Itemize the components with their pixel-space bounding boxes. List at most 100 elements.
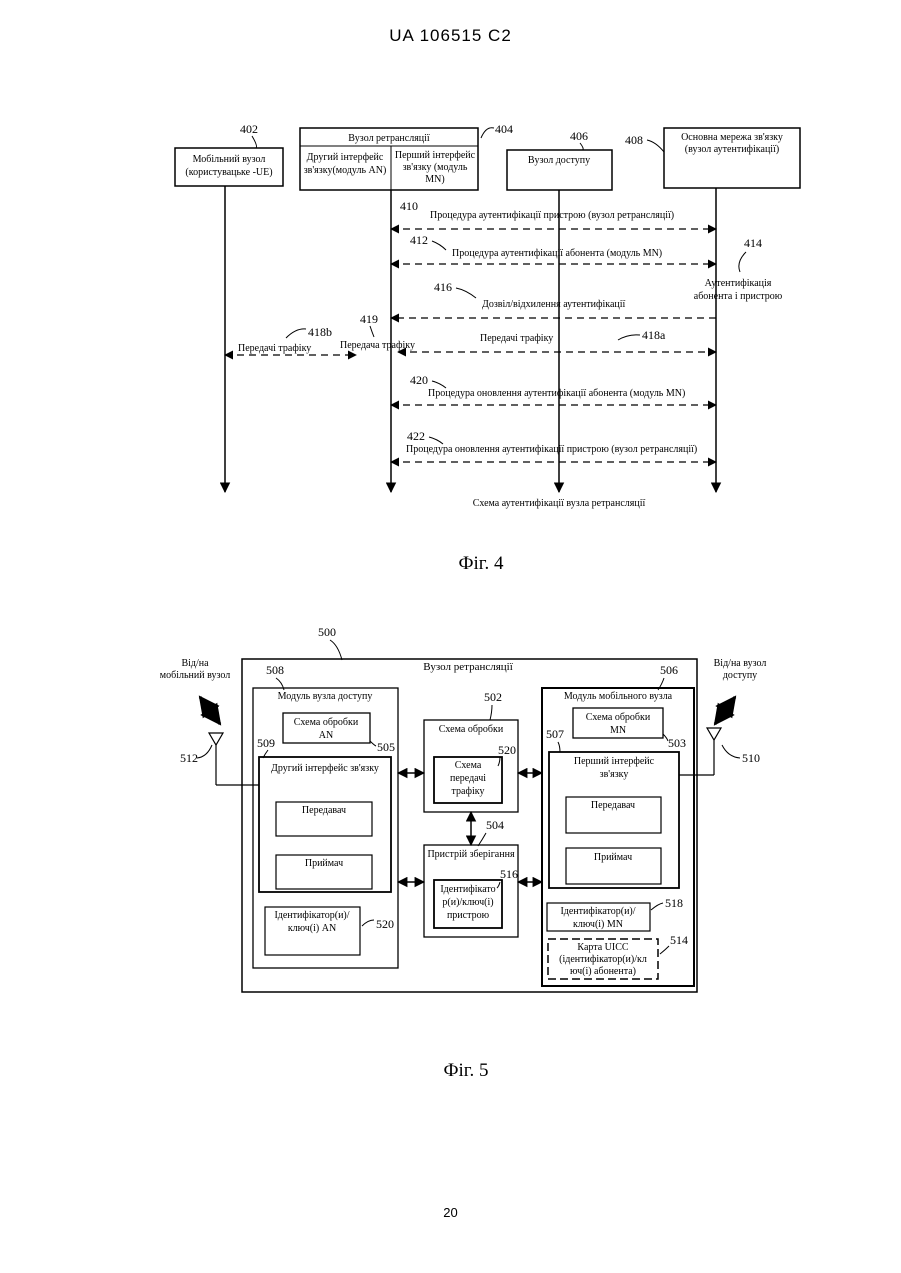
ref-404: 404 — [495, 122, 513, 136]
right-external-label-1: Від/на вузол — [714, 658, 767, 669]
message-418b-label: Передачі трафіку — [238, 343, 311, 354]
uicc-label-2: (ідентифікатор(и)/кл — [559, 954, 647, 965]
processing-title: Схема обробки — [439, 724, 504, 735]
ref-508: 508 — [266, 663, 284, 677]
uicc-label-1: Карта UICC — [577, 942, 628, 953]
ref-412: 412 — [410, 233, 428, 247]
fig4-diagram-caption: Схема аутентифікації вузла ретрансляції — [473, 498, 646, 509]
right-wireless-arrow — [715, 697, 735, 724]
ref-509: 509 — [257, 736, 275, 750]
core-node-label-1: Основна мережа зв'язку — [681, 132, 783, 143]
traffic-circuit-label-1: Схема — [455, 760, 482, 771]
storage-title: Пристрій зберігання — [427, 849, 515, 860]
message-422-label: Процедура оновлення аутентифікації прист… — [406, 444, 697, 455]
mn-ids-label-2: ключ(і) MN — [573, 919, 623, 930]
ref-505-leader — [370, 741, 376, 746]
left-external-label-1: Від/на — [181, 658, 209, 669]
an-receiver-label: Приймач — [305, 858, 343, 869]
ref-406: 406 — [570, 129, 588, 143]
mobile-module-title: Модуль мобільного вузла — [564, 691, 673, 702]
ref-514-leader — [660, 946, 669, 954]
relay-mn-label-3: MN) — [425, 174, 444, 185]
ref-500-leader — [330, 640, 342, 660]
ref-402: 402 — [240, 122, 258, 136]
ref-406-leader — [580, 143, 583, 150]
ref-414: 414 — [744, 236, 762, 250]
traffic-circuit-label-2: передачі — [450, 773, 486, 784]
relay-an-label-2: зв'язку(модуль AN) — [304, 165, 387, 176]
ref-507: 507 — [546, 727, 564, 741]
mobile-node-label-1: Мобільний вузол — [193, 154, 266, 165]
fig5-caption: Фіг. 5 — [444, 1060, 489, 1081]
mn-receiver-label: Приймач — [594, 852, 632, 863]
ref-518-leader — [651, 903, 663, 910]
ref-520-traffic: 520 — [498, 743, 516, 757]
ref-506: 506 — [660, 663, 678, 677]
ref-512-leader — [197, 745, 212, 758]
device-ids-label-3: пристрою — [447, 910, 490, 921]
left-antenna-icon — [209, 733, 223, 745]
ref-418a-leader — [618, 335, 640, 340]
access-module-title: Модуль вузла доступу — [278, 691, 373, 702]
device-ids-label-1: Ідентифікато — [440, 884, 495, 895]
device-ids-label-2: р(и)/ключ(і) — [442, 897, 493, 908]
right-antenna-icon — [707, 728, 721, 740]
ref-520-an: 520 — [376, 917, 394, 931]
access-node-label: Вузол доступу — [528, 155, 590, 166]
an-transmitter-label: Передавач — [302, 805, 346, 816]
mn-interface-title-2: зв'язку — [600, 769, 629, 780]
ref-505: 505 — [377, 740, 395, 754]
left-wireless-arrow — [200, 697, 220, 724]
ref-416-leader — [456, 288, 476, 298]
relay-node-title: Вузол ретрансляції — [348, 133, 430, 144]
ref-516-leader — [497, 882, 500, 888]
ref-408: 408 — [625, 133, 643, 147]
ref-419: 419 — [360, 312, 378, 326]
ref-507-leader — [558, 742, 560, 752]
ref-419-leader — [370, 326, 374, 337]
an-ids-label-2: ключ(і) AN — [288, 923, 336, 934]
an-processing-label-1: Схема обробки — [294, 717, 359, 728]
ref-504-leader — [478, 833, 486, 846]
ref-516: 516 — [500, 867, 518, 881]
ref-410: 410 — [400, 199, 418, 213]
ref-512: 512 — [180, 751, 198, 765]
page-number: 20 — [0, 1205, 901, 1220]
mn-interface-title-1: Перший інтерфейс — [574, 756, 655, 767]
message-416-label: Дозвіл/відхилення аутентифікації — [482, 299, 626, 310]
relay-mn-label-1: Перший інтерфейс — [395, 150, 476, 161]
relay-node-outer-box — [242, 659, 697, 992]
left-external-label-2: мобільний вузол — [160, 670, 230, 681]
ref-502: 502 — [484, 690, 502, 704]
ref-414-leader — [739, 252, 746, 272]
message-410-label: Процедура аутентифікації пристрою (вузол… — [430, 210, 674, 221]
figure-5: Вузол ретрансляції 500 Від/на мобільний … — [160, 625, 767, 1081]
mobile-node-label-2: (користувацьке -UE) — [185, 167, 272, 178]
message-414-label-1: Аутентифікація — [705, 278, 772, 289]
ref-510: 510 — [742, 751, 760, 765]
right-external-label-2: доступу — [723, 670, 757, 681]
ref-420: 420 — [410, 373, 428, 387]
ref-510-leader — [722, 745, 740, 758]
ref-412-leader — [432, 241, 446, 250]
message-419-label: Передача трафіку — [340, 340, 415, 351]
ref-503: 503 — [668, 736, 686, 750]
ref-418b: 418b — [308, 325, 332, 339]
ref-504: 504 — [486, 818, 504, 832]
ref-418a: 418a — [642, 328, 666, 342]
ref-416: 416 — [434, 280, 452, 294]
figure-4: Мобільний вузол (користувацьке -UE) 402 … — [175, 122, 800, 574]
mn-processing-label-1: Схема обробки — [586, 712, 651, 723]
ref-422: 422 — [407, 429, 425, 443]
ref-422-leader — [429, 437, 443, 444]
traffic-circuit-label-3: трафіку — [452, 786, 485, 797]
message-414-label-2: абонента і пристрою — [694, 291, 783, 302]
ref-500: 500 — [318, 625, 336, 639]
ref-518: 518 — [665, 896, 683, 910]
an-processing-label-2: AN — [319, 730, 333, 741]
relay-node-title-5: Вузол ретрансляції — [423, 661, 514, 673]
relay-an-label-1: Другий інтерфейс — [307, 152, 384, 163]
ref-520-traffic-leader — [498, 757, 500, 766]
ref-408-leader — [647, 140, 664, 152]
